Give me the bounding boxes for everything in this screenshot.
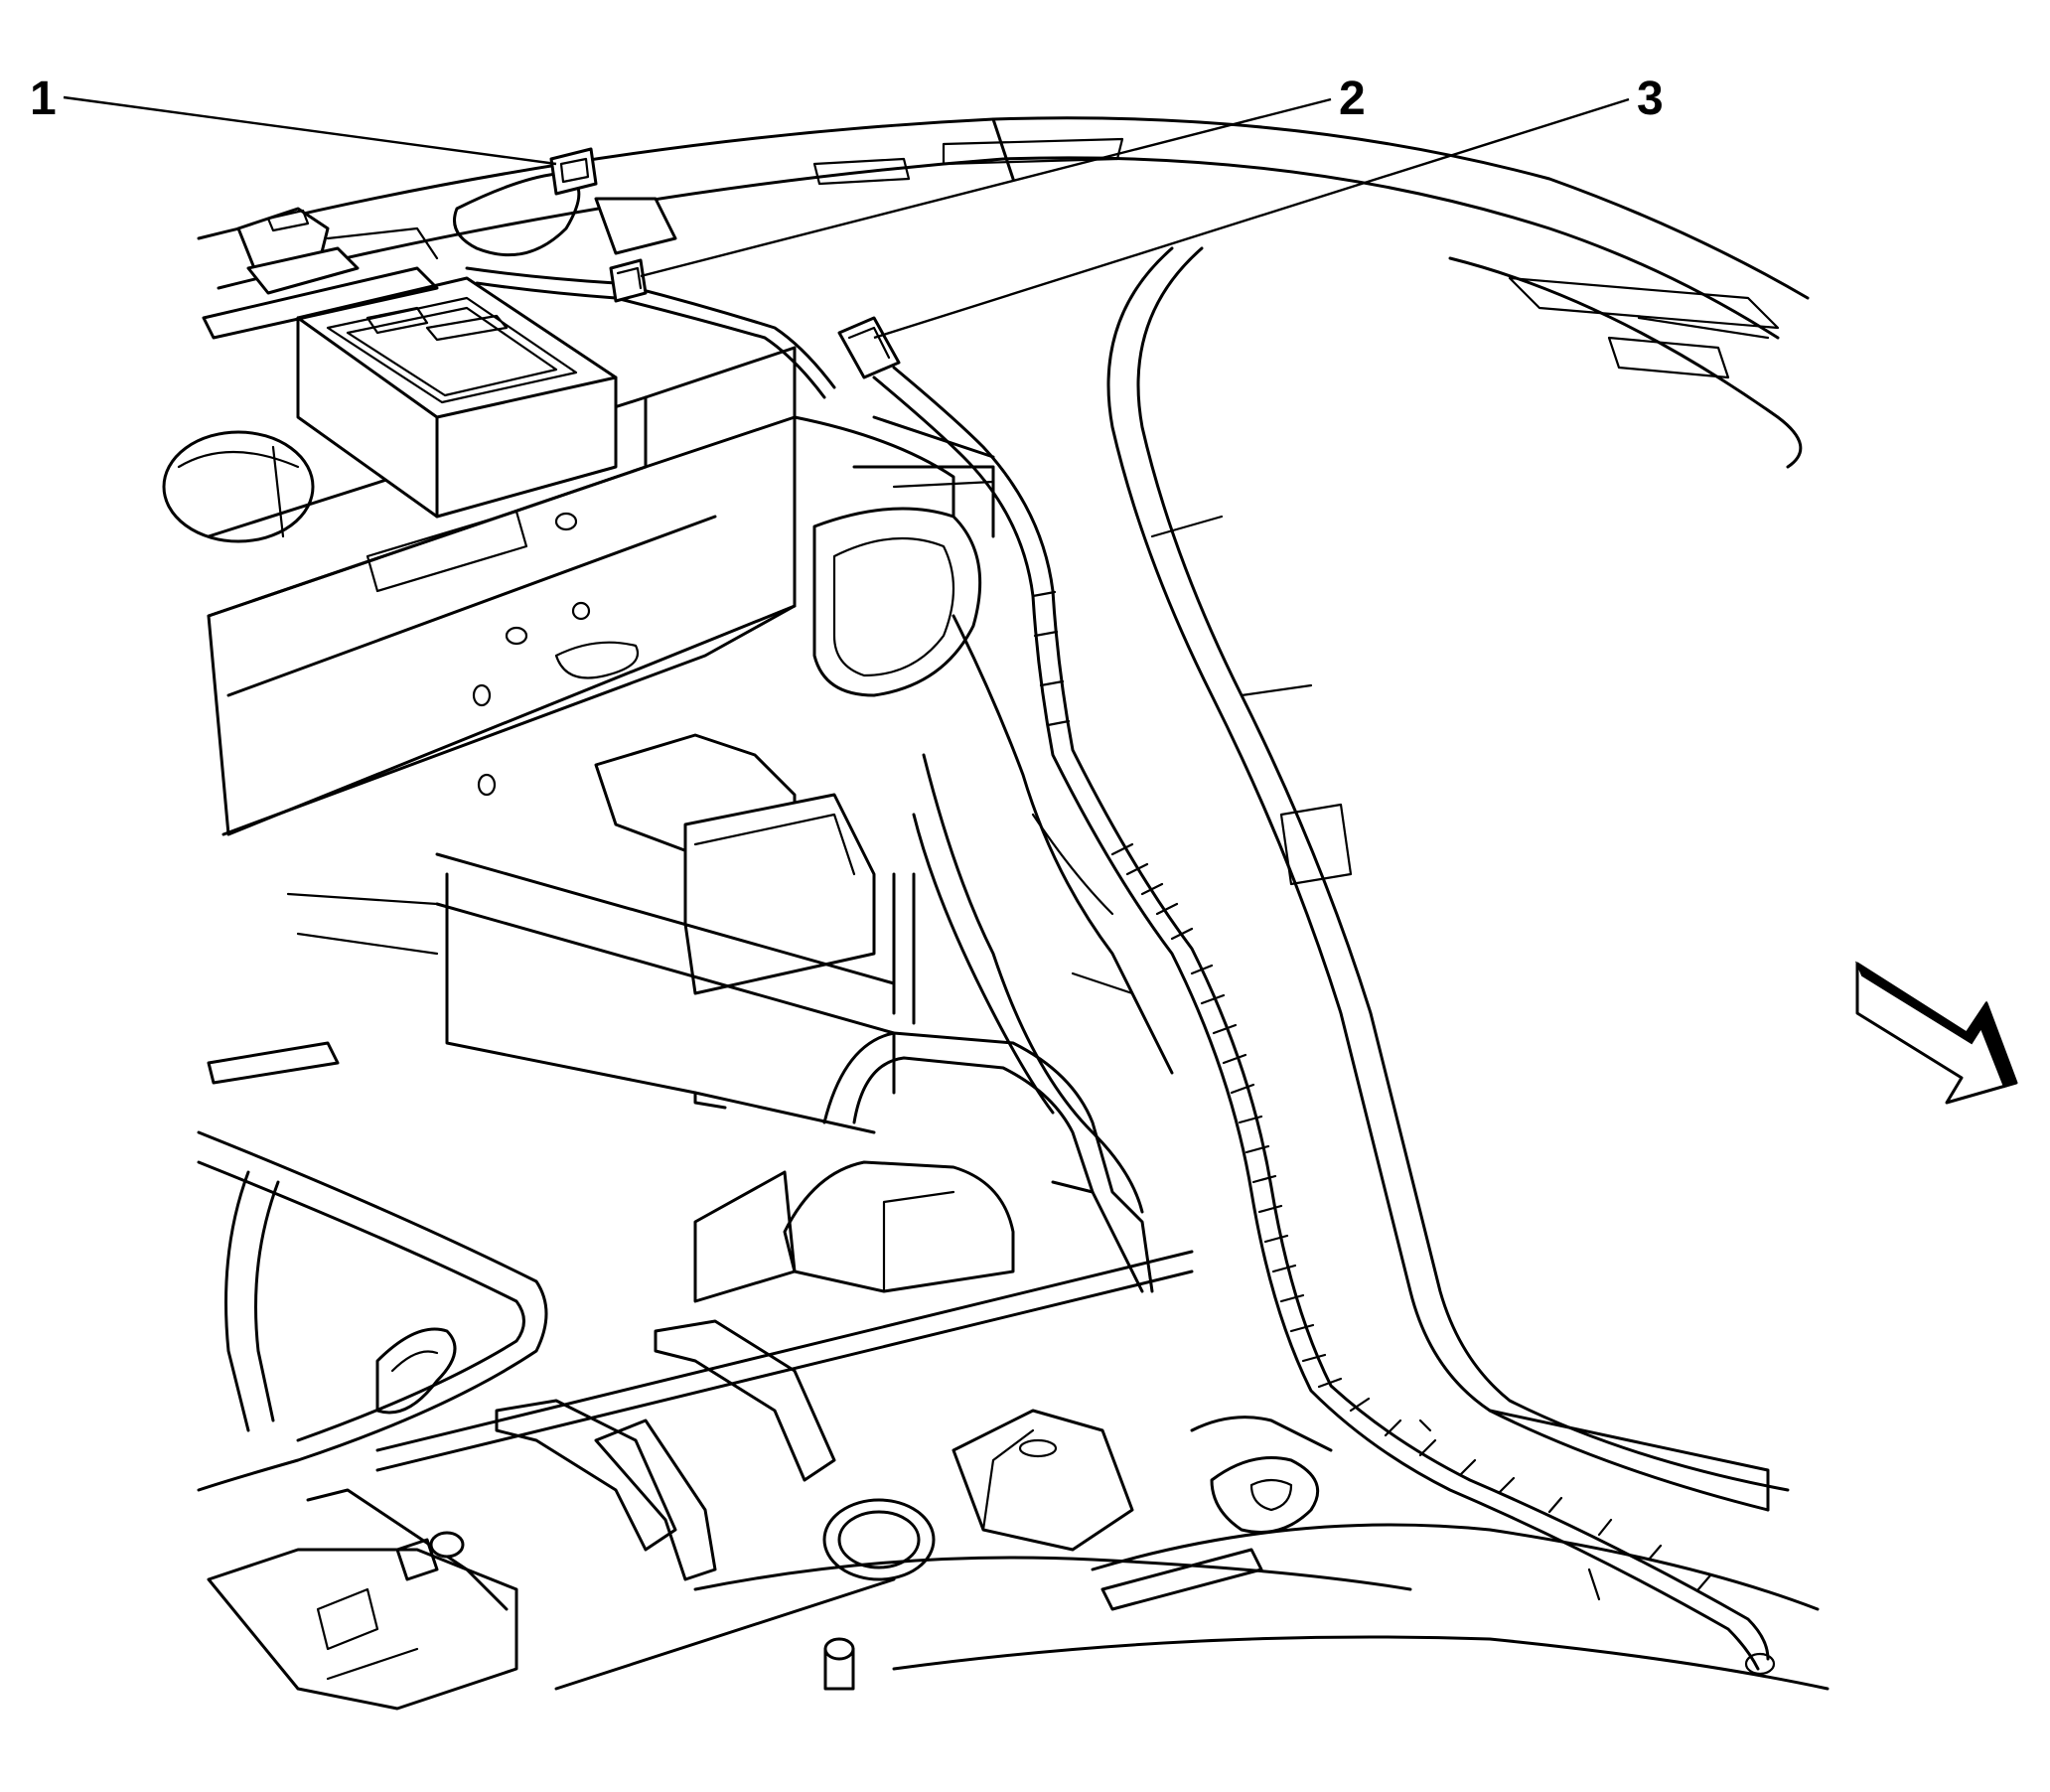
callout-2-label: 2 bbox=[1339, 73, 1366, 125]
wheel-well bbox=[693, 1031, 1154, 1303]
wiring-harness-upper bbox=[453, 172, 836, 399]
lower-right-floor bbox=[892, 1523, 1830, 1691]
lower-left-bracket bbox=[207, 1488, 896, 1711]
lower-left-tray bbox=[286, 733, 896, 1134]
upper-left-brackets bbox=[202, 197, 677, 340]
floor-ribs bbox=[375, 1250, 1412, 1591]
front-direction-arrow-icon bbox=[1854, 961, 2018, 1105]
callout-1: 1 bbox=[30, 73, 557, 166]
callout-1-label: 1 bbox=[30, 73, 57, 125]
callout-3: 3 bbox=[873, 73, 1664, 340]
wiring-harness-main bbox=[872, 366, 1776, 1676]
lower-center-pads bbox=[822, 1409, 1432, 1691]
upper-body-panel bbox=[197, 116, 1810, 469]
right-pillar bbox=[1106, 246, 1790, 1512]
connector-1 bbox=[549, 147, 598, 196]
cross-member-beam bbox=[207, 346, 797, 836]
left-round-opening bbox=[162, 430, 315, 543]
lower-left-floor bbox=[197, 1041, 548, 1492]
connector-3 bbox=[837, 316, 901, 379]
callout-3-label: 3 bbox=[1637, 73, 1664, 125]
control-module bbox=[296, 276, 618, 519]
callout-2: 2 bbox=[640, 73, 1366, 278]
center-structure bbox=[793, 415, 1174, 1214]
connector-2 bbox=[609, 258, 648, 303]
